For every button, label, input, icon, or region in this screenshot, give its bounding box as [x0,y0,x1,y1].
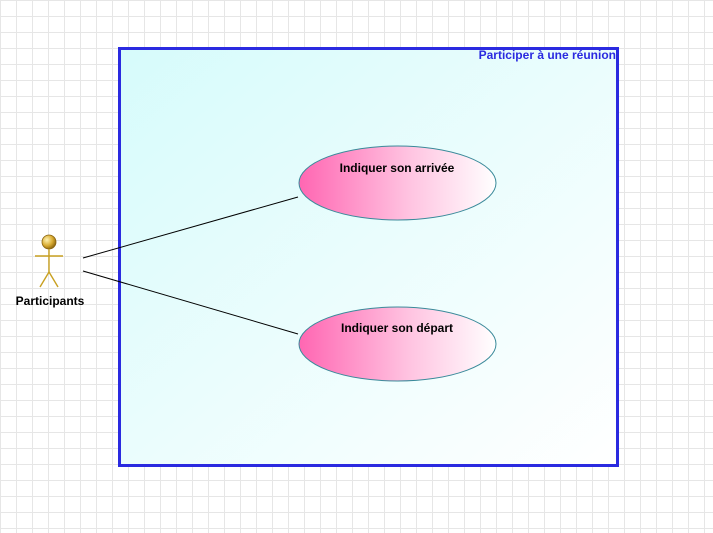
use-case-departure[interactable]: Indiquer son départ [298,306,497,382]
association-line-arrival[interactable] [82,196,299,259]
system-boundary[interactable]: Participer à une réunion [118,47,619,467]
use-case-arrival[interactable]: Indiquer son arrivée [298,145,497,221]
use-case-departure-label: Indiquer son départ [341,321,453,335]
actor-label: Participants [16,294,85,308]
association-line-departure[interactable] [82,270,299,335]
system-title: Participer à une réunion [479,48,616,62]
system-boundary-box [118,47,619,467]
use-case-arrival-label: Indiquer son arrivée [340,161,455,175]
use-case-departure-ellipse [298,306,497,382]
use-case-arrival-ellipse [298,145,497,221]
stick-figure-icon [35,234,63,288]
actor-participants[interactable]: Participants [16,234,85,308]
